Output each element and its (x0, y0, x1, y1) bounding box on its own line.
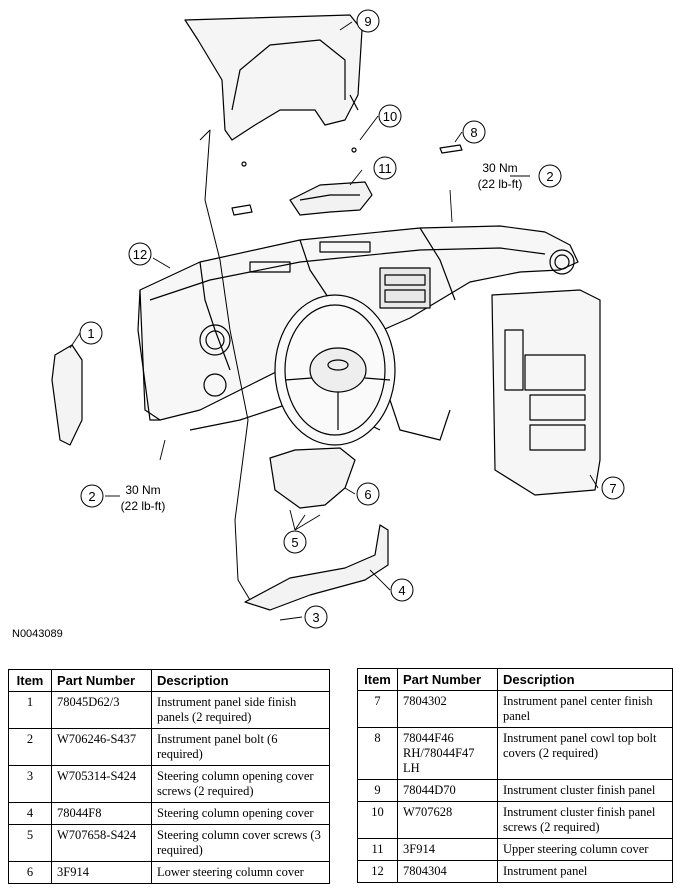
cell-description: Instrument panel (497, 860, 673, 883)
callout-2-top: 2 (546, 169, 553, 184)
callout-5: 5 (291, 535, 298, 550)
cell-item: 5 (8, 824, 52, 862)
torque-top-line1: 30 Nm (482, 161, 517, 175)
cell-item: 1 (8, 691, 52, 729)
cell-part-number: 7804304 (397, 860, 498, 883)
cell-description: Instrument cluster finish panel (497, 779, 673, 802)
cowl-bolt-cover-drawing (439, 144, 463, 154)
cell-description: Instrument cluster finish panel screws (… (497, 801, 673, 839)
torque-left-line2: (22 lb-ft) (121, 499, 166, 513)
callout-3: 3 (312, 610, 319, 625)
table-header-row: Item Part Number Description (8, 669, 330, 692)
torque-top-line2: (22 lb-ft) (478, 177, 523, 191)
cell-part-number: 78044F8 (51, 802, 152, 825)
cell-item: 11 (357, 838, 398, 861)
cell-part-number: 78044D70 (397, 779, 498, 802)
parts-table-right: Item Part Number Description 7 7804302 I… (357, 668, 673, 883)
header-item: Item (357, 668, 398, 691)
column-opening-cover-drawing (244, 524, 389, 611)
table-header-row: Item Part Number Description (357, 668, 673, 691)
table-row: 12 7804304 Instrument panel (357, 860, 673, 883)
table-row: 2 W706246-S437 Instrument panel bolt (6 … (8, 728, 330, 766)
cell-part-number: 3F914 (51, 861, 152, 884)
table-row: 7 7804302 Instrument panel center finish… (357, 690, 673, 728)
cell-item: 12 (357, 860, 398, 883)
cell-item: 2 (8, 728, 52, 766)
cell-item: 9 (357, 779, 398, 802)
cell-part-number: W706246-S437 (51, 728, 152, 766)
header-part-number: Part Number (51, 669, 152, 692)
callout-6: 6 (364, 487, 371, 502)
figure-id: N0043089 (12, 628, 63, 640)
table-row: 6 3F914 Lower steering column cover (8, 861, 330, 884)
upper-column-cover-drawing (289, 181, 373, 216)
torque-left-line1: 30 Nm (125, 483, 160, 497)
cell-description: Instrument panel cowl top bolt covers (2… (497, 727, 673, 780)
table-row: 10 W707628 Instrument cluster finish pan… (357, 801, 673, 839)
table-row: 4 78044F8 Steering column opening cover (8, 802, 330, 825)
cell-description: Steering column opening cover (151, 802, 330, 825)
cell-item: 3 (8, 765, 52, 803)
callout-10: 10 (383, 109, 397, 124)
callout-2-left: 2 (88, 489, 95, 504)
table-row: 3 W705314-S424 Steering column opening c… (8, 765, 330, 803)
header-item: Item (8, 669, 52, 692)
callout-11: 11 (378, 161, 392, 176)
parts-table-left: Item Part Number Description 1 78045D62/… (8, 669, 330, 884)
callout-12: 12 (133, 247, 147, 262)
cluster-finish-panel-drawing (184, 14, 363, 167)
lower-column-cover-drawing (269, 447, 356, 509)
callout-7: 7 (609, 481, 616, 496)
cell-part-number: W707658-S424 (51, 824, 152, 862)
table-row: 5 W707658-S424 Steering column cover scr… (8, 824, 330, 862)
callout-1: 1 (87, 326, 94, 341)
cell-description: Lower steering column cover (151, 861, 330, 884)
table-row: 9 78044D70 Instrument cluster finish pan… (357, 779, 673, 802)
cell-description: Instrument panel bolt (6 required) (151, 728, 330, 766)
exploded-view-diagram: 1 2 2 3 4 5 6 7 8 9 10 11 12 30 Nm (22 l… (51, 9, 625, 629)
cell-part-number: 7804302 (397, 690, 498, 728)
side-finish-panel-drawing (51, 344, 83, 446)
cell-item: 7 (357, 690, 398, 728)
cell-description: Instrument panel center finish panel (497, 690, 673, 728)
cell-part-number: W707628 (397, 801, 498, 839)
cell-description: Steering column cover screws (3 required… (151, 824, 330, 862)
table-row: 8 78044F46 RH/78044F47 LH Instrument pan… (357, 727, 673, 780)
table-row: 11 3F914 Upper steering column cover (357, 838, 673, 861)
cell-part-number: W705314-S424 (51, 765, 152, 803)
cell-part-number: 3F914 (397, 838, 498, 861)
cell-description: Steering column opening cover screws (2 … (151, 765, 330, 803)
cell-description: Upper steering column cover (497, 838, 673, 861)
cell-item: 8 (357, 727, 398, 780)
callout-4: 4 (398, 583, 405, 598)
header-description: Description (151, 669, 330, 692)
cell-item: 10 (357, 801, 398, 839)
cell-item: 4 (8, 802, 52, 825)
steering-wheel-drawing (274, 294, 396, 446)
callout-8: 8 (470, 125, 477, 140)
cell-item: 6 (8, 861, 52, 884)
header-part-number: Part Number (397, 668, 498, 691)
center-finish-panel-drawing (491, 289, 601, 496)
table-row: 1 78045D62/3 Instrument panel side finis… (8, 691, 330, 729)
header-description: Description (497, 668, 673, 691)
cell-description: Instrument panel side finish panels (2 r… (151, 691, 330, 729)
callout-9: 9 (364, 14, 371, 29)
cell-part-number: 78044F46 RH/78044F47 LH (397, 727, 498, 780)
cell-part-number: 78045D62/3 (51, 691, 152, 729)
